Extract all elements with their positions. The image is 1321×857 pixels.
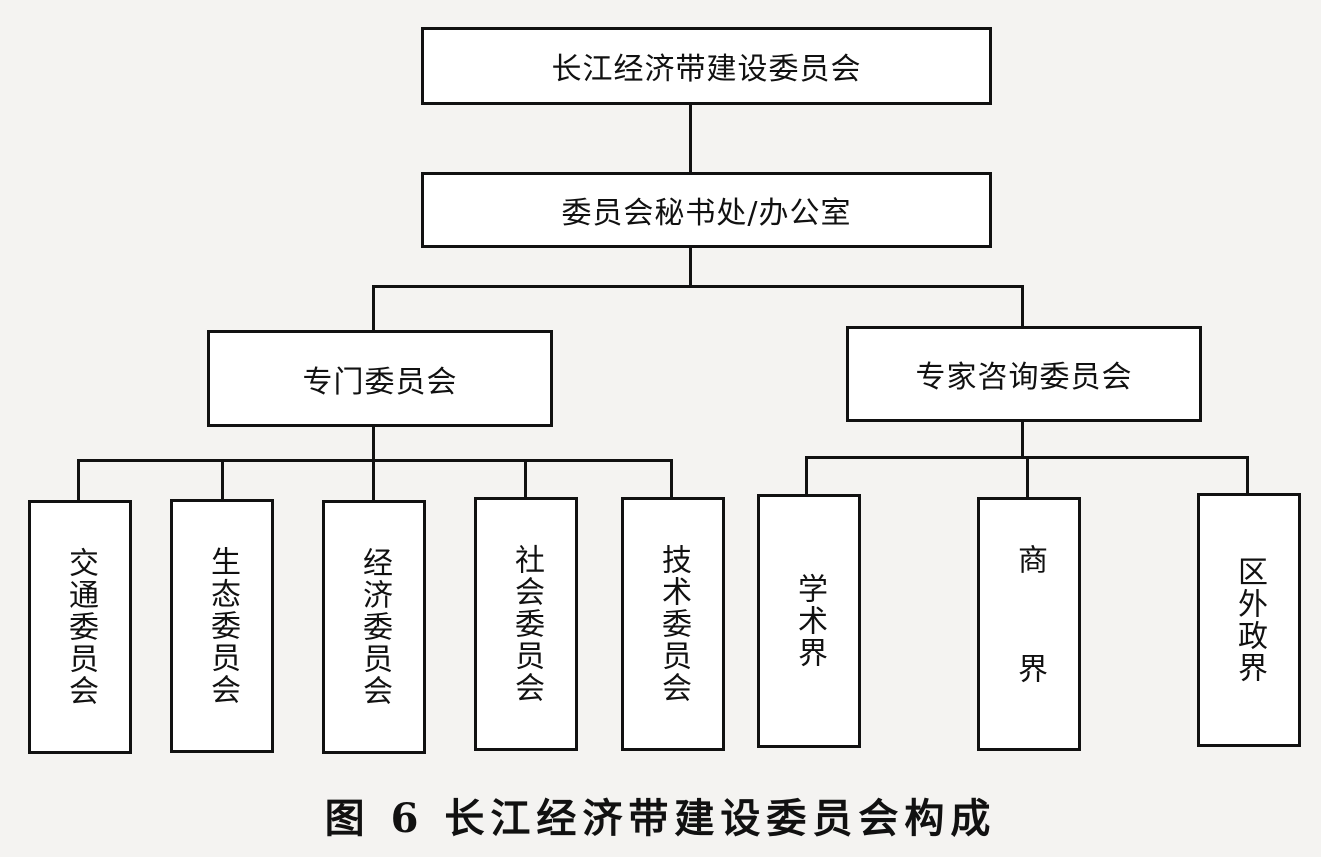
connector-level2-horizontal <box>372 285 1024 288</box>
connector-expert-down <box>1021 420 1024 458</box>
special-committee-label: 专门委员会 <box>302 364 458 400</box>
academia-box: 学术界 <box>757 494 861 748</box>
secretariat-label: 委员会秘书处/办公室 <box>561 196 852 231</box>
business-box: 商 界 <box>977 497 1081 751</box>
society-committee-label: 社会委员会 <box>509 544 544 704</box>
connector-to-society <box>524 459 527 499</box>
root-committee-box: 长江经济带建设委员会 <box>421 27 992 105</box>
expert-committee-label: 专家咨询委员会 <box>915 360 1133 395</box>
connector-to-ecology <box>221 459 224 501</box>
society-committee-box: 社会委员会 <box>474 497 578 751</box>
economy-committee-label: 经济委员会 <box>357 547 392 707</box>
ecology-committee-box: 生态委员会 <box>170 499 274 753</box>
root-committee-label: 长江经济带建设委员会 <box>551 52 862 87</box>
external-government-label: 区外政界 <box>1232 556 1267 684</box>
connector-special-horizontal <box>77 459 673 462</box>
connector-to-external-government <box>1246 456 1249 496</box>
connector-to-transport <box>77 459 80 502</box>
connector-to-academia <box>805 456 808 496</box>
connector-to-technology <box>670 459 673 499</box>
expert-committee-box: 专家咨询委员会 <box>846 326 1202 422</box>
academia-label: 学术界 <box>792 573 827 669</box>
technology-committee-box: 技术委员会 <box>621 497 725 751</box>
transport-committee-box: 交通委员会 <box>28 500 132 754</box>
technology-committee-label: 技术委员会 <box>656 544 691 704</box>
connector-to-business <box>1026 456 1029 499</box>
special-committee-box: 专门委员会 <box>207 330 553 427</box>
transport-committee-label: 交通委员会 <box>63 547 98 707</box>
secretariat-box: 委员会秘书处/办公室 <box>421 172 992 248</box>
connector-to-economy <box>372 459 375 502</box>
economy-committee-box: 经济委员会 <box>322 500 426 754</box>
ecology-committee-label: 生态委员会 <box>205 546 240 706</box>
connector-root-to-secretariat <box>689 103 692 174</box>
figure-caption: 图 6 长江经济带建设委员会构成 <box>0 780 1321 850</box>
connector-to-expert-committee <box>1021 285 1024 328</box>
connector-secretariat-down <box>689 246 692 286</box>
connector-to-special-committee <box>372 285 375 332</box>
business-label: 商 界 <box>1012 543 1047 705</box>
external-government-box: 区外政界 <box>1197 493 1301 747</box>
connector-special-down <box>372 425 375 461</box>
figure-caption-text: 图 6 长江经济带建设委员会构成 <box>324 795 997 842</box>
